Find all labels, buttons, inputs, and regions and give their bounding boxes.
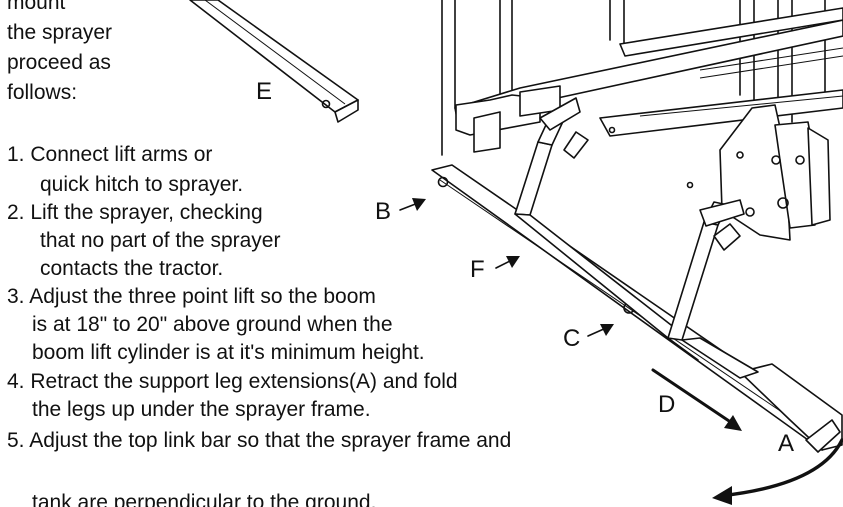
step-1-line-1: 1. Connect lift arms or <box>7 143 213 166</box>
step-3-line-3: boom lift cylinder is at it's minimum he… <box>32 341 425 364</box>
arrow-b <box>399 198 426 211</box>
part-e-bar <box>189 0 359 123</box>
intro-line-3: proceed as <box>7 51 111 74</box>
support-leg-assembly <box>431 97 843 453</box>
step-5-line-2: tank are perpendicular to the ground. <box>32 491 377 507</box>
callout-arrows <box>399 198 843 505</box>
step-4-line-1: 4. Retract the support leg extensions(A)… <box>7 370 458 393</box>
step-3-line-2: is at 18" to 20" above ground when the <box>32 313 393 336</box>
step-5-line-1: 5. Adjust the top link bar so that the s… <box>7 429 512 452</box>
sprayer-frame <box>441 0 843 241</box>
arrow-d <box>651 368 742 431</box>
callout-f: F <box>470 256 485 283</box>
arrow-fold <box>712 438 843 505</box>
callout-b: B <box>375 198 392 225</box>
callout-d: D <box>658 391 676 418</box>
intro-line-1: mount <box>7 0 66 14</box>
step-2-line-1: 2. Lift the sprayer, checking <box>7 201 263 224</box>
step-1-line-2: quick hitch to sprayer. <box>40 173 244 196</box>
callout-c: C <box>563 325 581 352</box>
intro-line-4: follows: <box>7 81 78 104</box>
step-2-line-2: that no part of the sprayer <box>40 229 281 252</box>
step-4-line-2: the legs up under the sprayer frame. <box>32 398 371 421</box>
arrow-c <box>587 324 614 337</box>
step-3-line-1: 3. Adjust the three point lift so the bo… <box>7 285 376 308</box>
arrow-f <box>495 256 520 269</box>
callout-a: A <box>778 430 795 457</box>
callout-e: E <box>256 78 273 105</box>
step-2-line-3: contacts the tractor. <box>40 257 224 280</box>
intro-line-2: the sprayer <box>7 21 113 44</box>
